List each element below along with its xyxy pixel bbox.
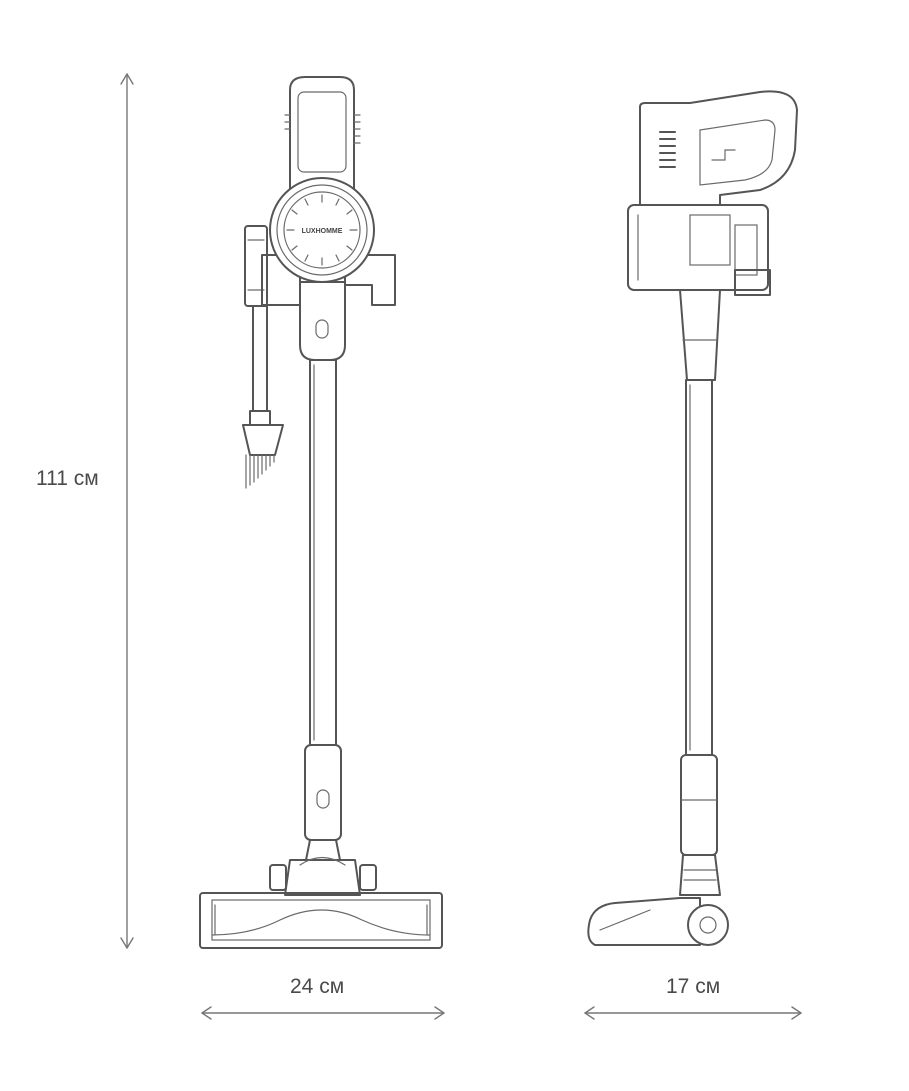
front-view-vacuum: LUXHOMME <box>199 76 443 949</box>
brush-bristles <box>245 454 275 489</box>
height-arrow <box>120 73 134 949</box>
side-view-vacuum <box>587 90 798 946</box>
vent-slots <box>659 131 676 168</box>
front-width-label: 24 см <box>290 975 345 998</box>
dial-ticks <box>286 194 358 266</box>
front-width-arrow <box>201 1006 445 1020</box>
side-width-label: 17 см <box>666 975 721 998</box>
side-width-arrow <box>584 1006 802 1020</box>
brand-logo: LUXHOMME <box>302 228 343 235</box>
height-label: 111 см <box>36 467 99 490</box>
